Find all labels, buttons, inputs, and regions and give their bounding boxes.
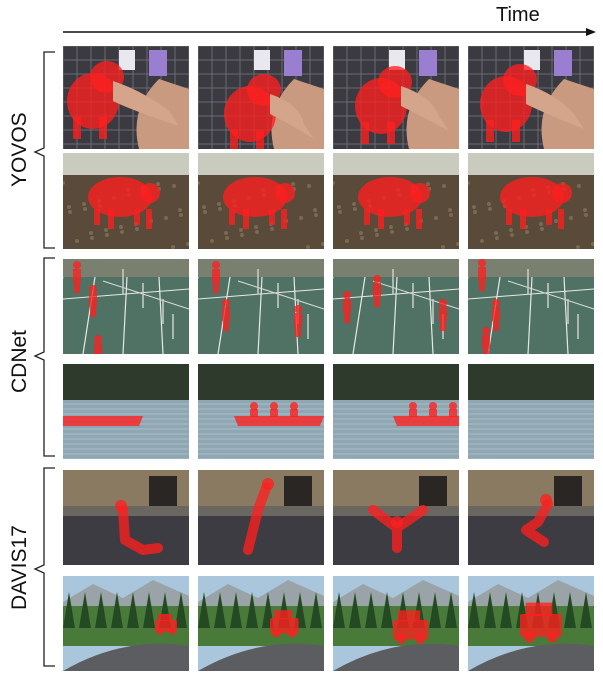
frame-cdnet-row4-t3 xyxy=(333,364,459,459)
frame-yovos-row1-t4 xyxy=(468,46,594,149)
group-label-davis17: DAVIS17 xyxy=(8,525,31,610)
frame-davis17-row5-t1 xyxy=(63,470,189,565)
frame-davis17-row5-t4 xyxy=(468,470,594,565)
frame-cdnet-row3-t4 xyxy=(468,259,594,354)
frame-yovos-row1-t3 xyxy=(333,46,459,149)
frame-cdnet-row3-t2 xyxy=(198,259,324,354)
group-label-yovos: YOVOS xyxy=(8,112,31,187)
frame-cdnet-row4-t2 xyxy=(198,364,324,459)
frame-cdnet-row3-t3 xyxy=(333,259,459,354)
frame-yovos-row2-t2 xyxy=(198,153,324,249)
frame-yovos-row2-t1 xyxy=(63,153,189,249)
frame-davis17-row6-t2 xyxy=(198,576,324,671)
bracket-cdnet xyxy=(33,257,55,457)
frame-yovos-row1-t2 xyxy=(198,46,324,149)
frame-davis17-row6-t3 xyxy=(333,576,459,671)
bracket-davis17 xyxy=(33,467,55,667)
bracket-yovos xyxy=(33,51,55,249)
frame-davis17-row6-t4 xyxy=(468,576,594,671)
frame-yovos-row1-t1 xyxy=(63,46,189,149)
frame-cdnet-row3-t1 xyxy=(63,259,189,354)
frame-yovos-row2-t4 xyxy=(468,153,594,249)
group-label-cdnet: CDNet xyxy=(8,329,31,393)
time-arrow-head xyxy=(586,28,596,36)
time-axis-label: Time xyxy=(496,4,540,26)
frame-cdnet-row4-t4 xyxy=(468,364,594,459)
frame-davis17-row6-t1 xyxy=(63,576,189,671)
frame-cdnet-row4-t1 xyxy=(63,364,189,459)
frame-yovos-row2-t3 xyxy=(333,153,459,249)
frame-davis17-row5-t3 xyxy=(333,470,459,565)
frame-davis17-row5-t2 xyxy=(198,470,324,565)
